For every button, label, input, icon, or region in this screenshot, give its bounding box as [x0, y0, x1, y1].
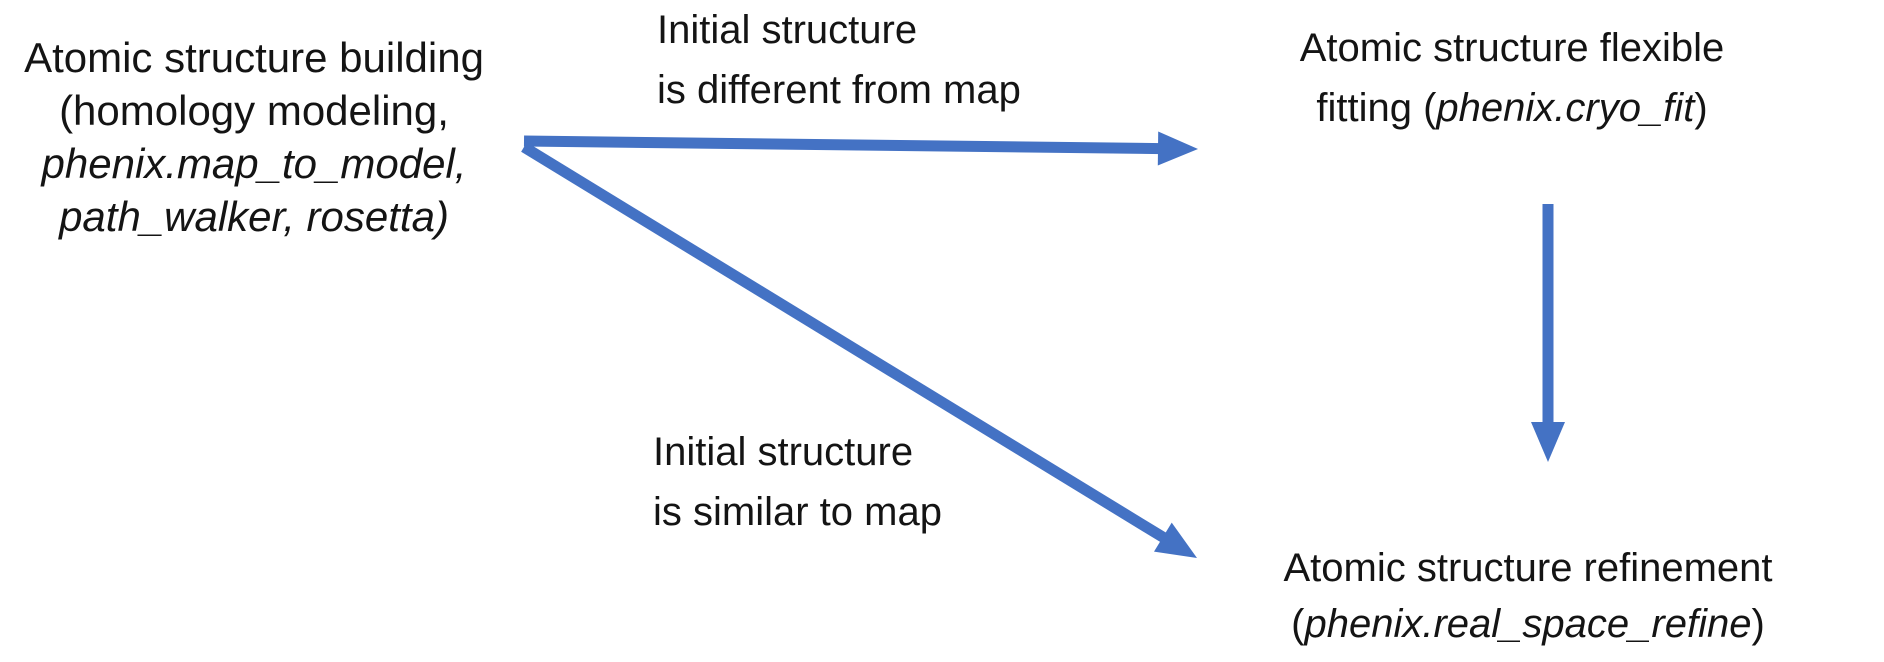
- node-flexible-fitting-line2: fitting (phenix.cryo_fit): [1296, 78, 1728, 138]
- arrow-building-to-flexible-fitting: [523, 131, 1198, 166]
- node-refinement: Atomic structure refinement (phenix.real…: [1277, 540, 1779, 652]
- label-similar-line1: Initial structure: [653, 430, 914, 474]
- node-refinement-line2: (phenix.real_space_refine): [1277, 596, 1779, 652]
- node-refinement-line1: Atomic structure refinement: [1283, 546, 1773, 590]
- label-initial-structure-different: Initial structure is different from map: [657, 0, 1021, 120]
- arrow-building-to-refinement: [521, 142, 1197, 558]
- label-different-line1: Initial structure: [657, 8, 918, 52]
- node-flexible-fitting-line2-prefix: fitting (: [1316, 86, 1437, 130]
- node-flexible-fitting: Atomic structure flexible fitting (pheni…: [1296, 18, 1728, 138]
- node-structure-building-line3: phenix.map_to_model,: [41, 140, 467, 187]
- node-structure-building-line1: Atomic structure building: [24, 34, 484, 81]
- node-refinement-line2-prefix: (: [1291, 602, 1305, 646]
- label-different-line2: is different from map: [657, 68, 1021, 112]
- node-flexible-fitting-line1: Atomic structure flexible: [1299, 26, 1725, 70]
- node-refinement-tool: phenix.real_space_refine: [1304, 602, 1752, 646]
- node-structure-building-line4: path_walker, rosetta): [59, 193, 449, 240]
- node-flexible-fitting-line2-suffix: ): [1694, 86, 1708, 130]
- arrow-flexible-fitting-to-refinement: [1531, 204, 1565, 462]
- label-initial-structure-similar: Initial structure is similar to map: [653, 422, 942, 542]
- node-flexible-fitting-tool: phenix.cryo_fit: [1436, 86, 1695, 130]
- node-refinement-line2-suffix: ): [1751, 602, 1765, 646]
- label-similar-line2: is similar to map: [653, 490, 942, 534]
- node-structure-building: Atomic structure building (homology mode…: [0, 31, 508, 243]
- node-structure-building-line2: (homology modeling,: [59, 87, 449, 134]
